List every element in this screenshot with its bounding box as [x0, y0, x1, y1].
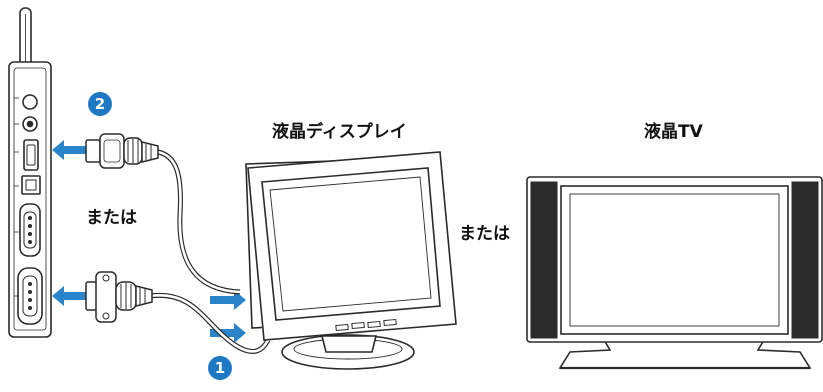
monitor-screen: [261, 167, 441, 321]
hdmi-cable: [157, 149, 241, 295]
arrow-into-vga-icon: [52, 286, 86, 306]
lcd-monitor: [245, 151, 457, 370]
com-port-icon: [19, 203, 41, 257]
tv-speaker-right: [791, 181, 819, 339]
monitor-stand-neck: [320, 335, 378, 353]
pc-body: [8, 61, 52, 338]
label-lcd-tv: 液晶TV: [644, 122, 703, 142]
arrow-into-monitor-top-icon: [210, 290, 246, 310]
label-lcd-display: 液晶ディスプレイ: [272, 122, 407, 142]
tv-screen: [560, 185, 789, 335]
label-or-middle: または: [459, 224, 510, 244]
hdmi-connector: [85, 133, 159, 169]
arrow-into-hdmi-icon: [52, 140, 86, 160]
hdmi-port-icon: [23, 139, 39, 171]
label-or-left: または: [86, 208, 137, 228]
tv-speaker-left: [530, 181, 558, 339]
vga-cable: [149, 292, 271, 354]
arrow-into-monitor-bottom-icon: [210, 323, 246, 343]
step-badge-1: 1: [208, 356, 232, 380]
step-badge-2: 2: [88, 92, 112, 116]
mini-pc: [8, 7, 52, 338]
vga-connector: [85, 271, 153, 323]
lcd-tv: [526, 176, 823, 370]
dc-in-port-icon: [22, 116, 38, 132]
monitor-buttons: [335, 318, 397, 332]
tv-stand: [558, 339, 812, 369]
antenna-port-icon: [22, 94, 38, 110]
lan-port-icon: [21, 175, 41, 195]
